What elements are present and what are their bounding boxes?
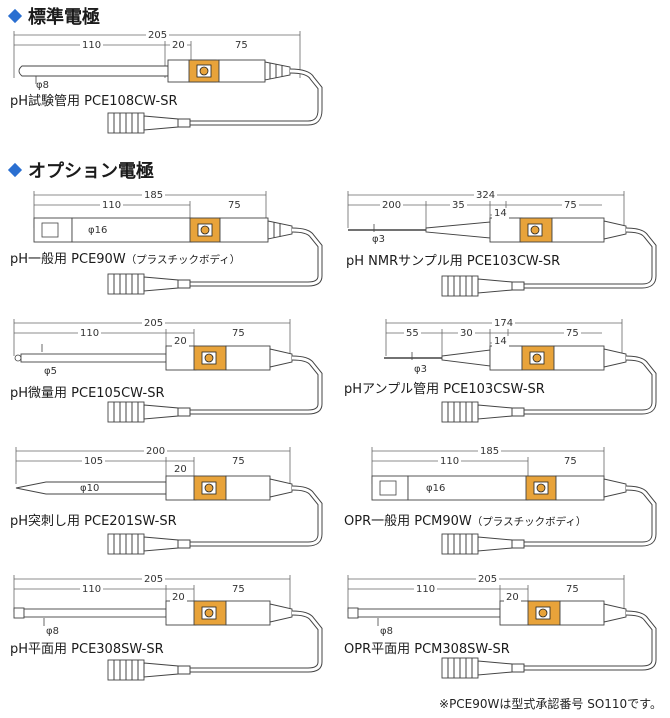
dimension-label: 185 (142, 190, 166, 201)
probe-card: 200 105 20 75 φ10 pH突刺し用 PCE201SW-SR (8, 444, 328, 576)
probe-label: OPR平面用 PCM308SW-SR (344, 642, 510, 657)
probe-card: 174 55 30 14 75 φ3 pHアンプル管用 PCE103CSW-SR (342, 316, 662, 448)
dimension-label: 20 (170, 40, 187, 51)
diameter-label: φ16 (426, 483, 446, 494)
dimension-label: 20 (170, 592, 187, 603)
footnote: ※PCE90Wは型式承認番号 SO110です。 (439, 697, 662, 711)
probe-card: 185 110 75 φ16 OPR一般用 PCM90W（プラスチックボディ） (342, 444, 662, 576)
dimension-label: 110 (80, 40, 104, 51)
probe-card: 205 110 20 75 φ8 pH平面用 PCE308SW-SR (8, 572, 328, 704)
probe-card: 205 110 20 75 φ8 pH試験管用 PCE108CW-SR (8, 28, 328, 160)
dimension-label: 205 (142, 574, 166, 585)
dimension-label: 75 (564, 584, 581, 595)
probe-card: 185 110 75 φ16 pH一般用 PCE90W（プラスチックボディ） (8, 188, 328, 320)
dimension-label: 185 (478, 446, 502, 457)
probe-diagram (15, 447, 323, 555)
dimension-label: 200 (380, 200, 404, 211)
diameter-label: φ10 (80, 483, 100, 494)
dimension-label: 200 (144, 446, 168, 457)
probe-card: 324 200 35 14 75 φ3 pH NMRサンプル用 PCE103CW… (342, 188, 662, 320)
dimension-label: 75 (562, 456, 579, 467)
probe-card: 205 110 20 75 φ5 pH微量用 PCE105CW-SR (8, 316, 328, 448)
diamond-bullet-icon (7, 162, 23, 178)
dimension-label: 105 (82, 456, 106, 467)
dimension-label: 14 (492, 336, 509, 347)
dimension-label: 174 (492, 318, 516, 329)
section-title-standard: 標準電極 (6, 4, 100, 28)
diameter-label: φ5 (44, 366, 57, 377)
probe-diagram (347, 575, 657, 679)
dimension-label: 110 (414, 584, 438, 595)
dimension-label: 20 (172, 464, 189, 475)
diameter-label: φ8 (380, 626, 393, 637)
dimension-label: 324 (474, 190, 498, 201)
dimension-label: 75 (564, 328, 581, 339)
dimension-label: 75 (230, 328, 247, 339)
dimension-label: 75 (230, 456, 247, 467)
dimension-label: 75 (230, 584, 247, 595)
diameter-label: φ8 (46, 626, 59, 637)
dimension-label: 35 (450, 200, 467, 211)
dimension-label: 14 (492, 208, 509, 219)
probe-label: pH突刺し用 PCE201SW-SR (10, 514, 177, 529)
probe-diagram (13, 31, 323, 134)
dimension-label: 110 (100, 200, 124, 211)
probe-label: pH NMRサンプル用 PCE103CW-SR (346, 254, 561, 269)
dimension-label: 110 (78, 328, 102, 339)
probe-diagram (13, 575, 323, 681)
dimension-label: 75 (226, 200, 243, 211)
dimension-label: 55 (404, 328, 421, 339)
diamond-bullet-icon (7, 8, 23, 24)
dimension-label: 205 (476, 574, 500, 585)
section-title-options: オプション電極 (6, 158, 154, 182)
diameter-label: φ3 (414, 364, 427, 375)
diameter-label: φ16 (88, 225, 108, 236)
dimension-label: 75 (233, 40, 250, 51)
diameter-label: φ3 (372, 234, 385, 245)
dimension-label: 110 (80, 584, 104, 595)
probe-diagram (33, 191, 323, 295)
dimension-label: 205 (142, 318, 166, 329)
dimension-label: 20 (172, 336, 189, 347)
dimension-label: 75 (562, 200, 579, 211)
probe-label: pH一般用 PCE90W（プラスチックボディ） (10, 252, 241, 267)
diameter-label: φ8 (36, 80, 49, 91)
probe-label: pH試験管用 PCE108CW-SR (10, 94, 178, 109)
probe-diagram (347, 191, 657, 297)
probe-label: pH平面用 PCE308SW-SR (10, 642, 164, 657)
probe-label: pHアンプル管用 PCE103CSW-SR (344, 382, 545, 397)
dimension-label: 30 (458, 328, 475, 339)
probe-card: 205 110 20 75 φ8 OPR平面用 PCM308SW-SR (342, 572, 662, 704)
probe-label: pH微量用 PCE105CW-SR (10, 386, 165, 401)
probe-diagram (13, 319, 323, 423)
dimension-label: 110 (438, 456, 462, 467)
probe-diagram (371, 447, 657, 555)
dimension-label: 20 (504, 592, 521, 603)
dimension-label: 205 (146, 30, 170, 41)
probe-label: OPR一般用 PCM90W（プラスチックボディ） (344, 514, 587, 529)
